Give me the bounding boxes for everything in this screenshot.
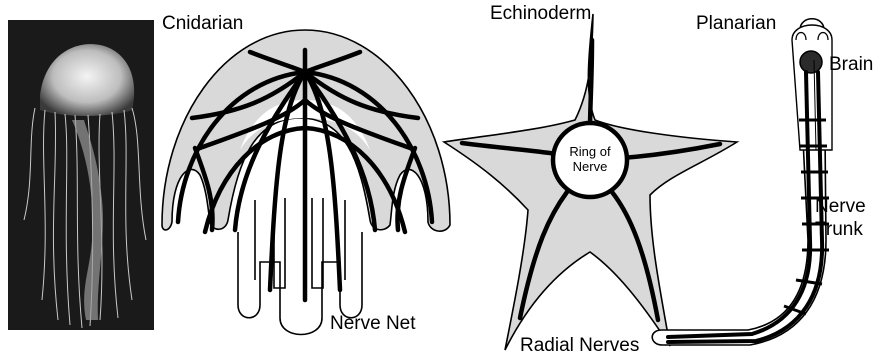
planarian-diagram [652, 19, 832, 345]
echinoderm-label: Echinoderm [490, 4, 591, 23]
ring-of-nerve-line1: Ring of [555, 145, 625, 160]
planarian-label: Planarian [696, 14, 776, 33]
nerve-trunk-line2: Trunk [815, 219, 866, 242]
nerve-trunk-line1: Nerve [815, 196, 866, 219]
nerve-trunk-label: Nerve Trunk [815, 196, 866, 242]
nerve-net-label: Nerve Net [330, 314, 416, 333]
cnidarian-diagram [162, 30, 450, 335]
brain-label: Brain [829, 55, 873, 74]
cnidarian-label: Cnidarian [162, 14, 243, 33]
ring-of-nerve-label: Ring of Nerve [555, 145, 625, 175]
ring-of-nerve-line2: Nerve [555, 160, 625, 175]
echinoderm-diagram [444, 14, 737, 350]
radial-nerves-label: Radial Nerves [520, 336, 639, 355]
jellyfish-photo [8, 20, 154, 330]
